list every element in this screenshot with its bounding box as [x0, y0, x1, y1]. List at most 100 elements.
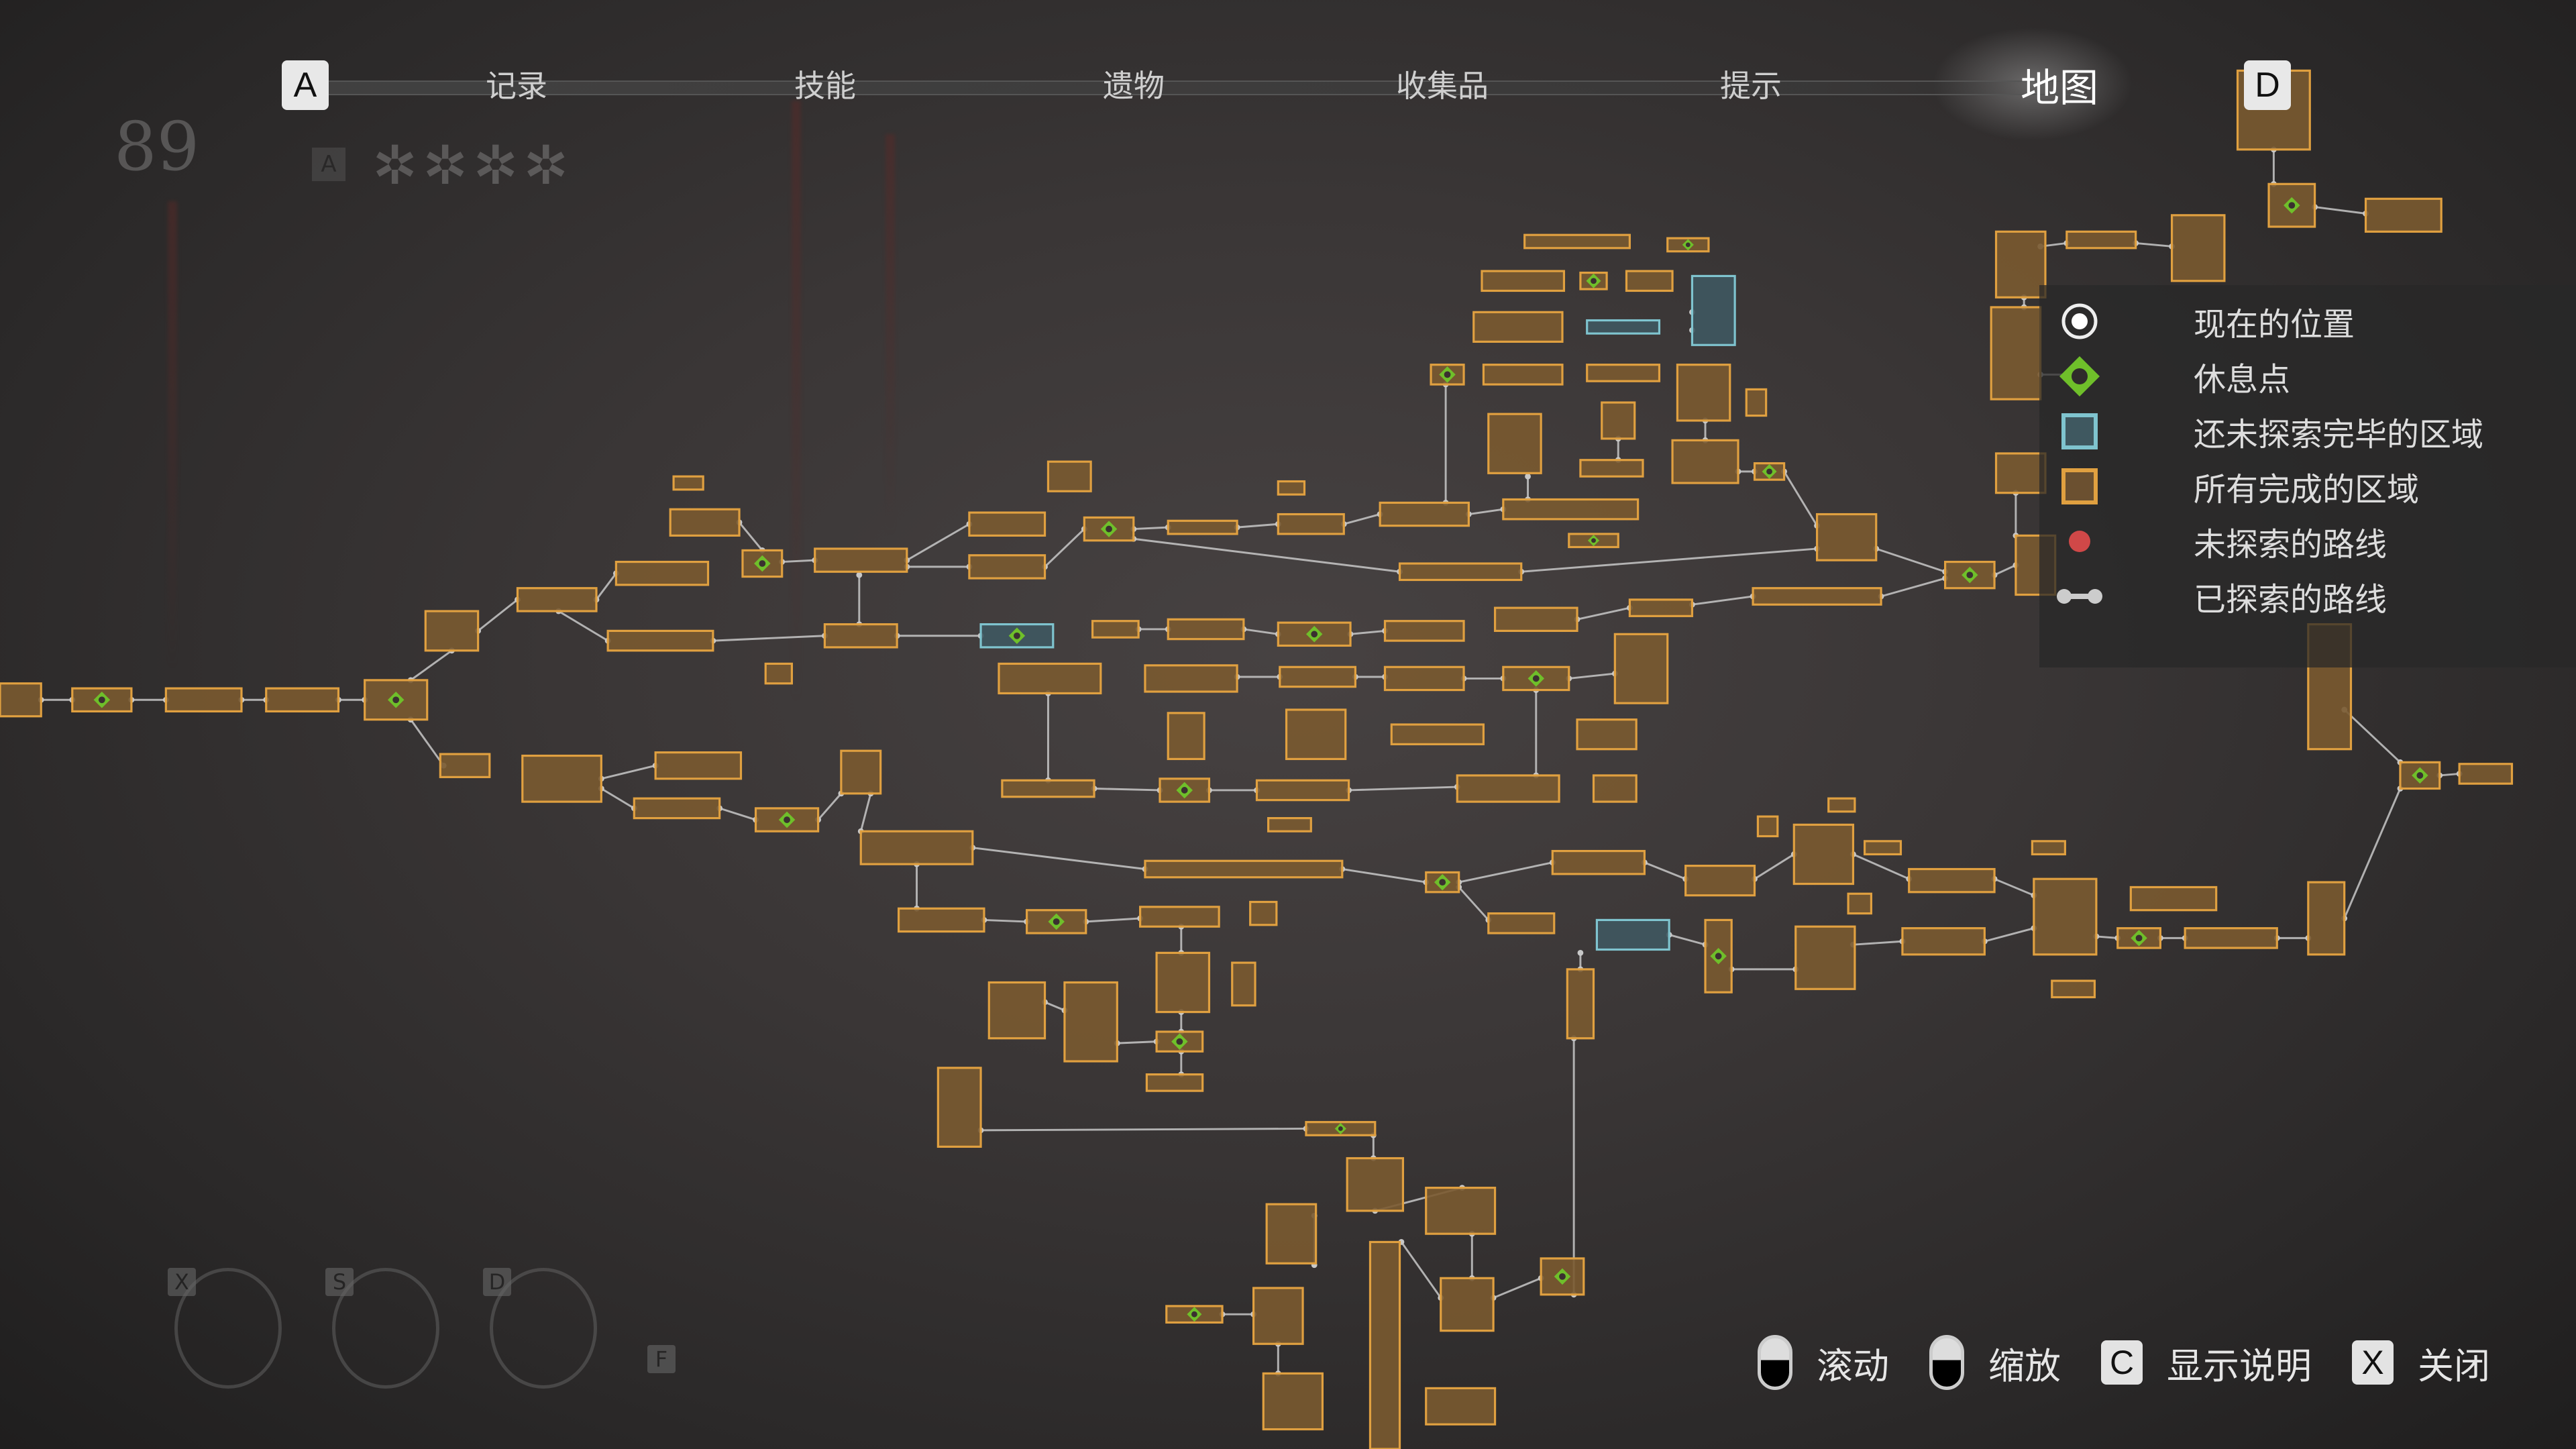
skill-slot-sword-icon[interactable] [174, 1268, 282, 1389]
completed-area-room[interactable] [1255, 779, 1350, 802]
completed-area-room[interactable] [1745, 388, 1768, 417]
rest-point-room[interactable] [1944, 560, 1996, 590]
zoom-hint[interactable]: 缩放 [1929, 1335, 2061, 1390]
completed-area-room[interactable] [1383, 665, 1465, 692]
completed-area-room[interactable] [1908, 867, 1996, 894]
rest-point-room[interactable] [1425, 871, 1460, 894]
unexplored-area-room[interactable] [1586, 319, 1661, 335]
completed-area-room[interactable] [516, 587, 598, 612]
completed-area-room[interactable] [823, 623, 898, 649]
rest-point-room[interactable] [1305, 1121, 1377, 1136]
completed-area-room[interactable] [1249, 900, 1278, 926]
completed-area-room[interactable] [1285, 708, 1347, 761]
rest-point-room[interactable] [741, 549, 784, 578]
completed-area-room[interactable] [2307, 881, 2346, 956]
completed-area-room[interactable] [633, 797, 721, 820]
rest-point-room[interactable] [71, 687, 133, 712]
completed-area-room[interactable] [1252, 1287, 1304, 1345]
tab-map[interactable]: 地图 [2020, 65, 2099, 111]
unexplored-area-room[interactable] [1595, 918, 1670, 951]
completed-area-room[interactable] [1383, 620, 1465, 642]
completed-area-room[interactable] [1144, 664, 1238, 693]
completed-area-room[interactable] [1167, 519, 1238, 535]
completed-area-room[interactable] [1676, 364, 1731, 422]
completed-area-room[interactable] [1379, 501, 1470, 527]
rest-point-room[interactable] [1277, 621, 1352, 647]
completed-area-room[interactable] [1267, 817, 1312, 833]
completed-area-room[interactable] [672, 475, 704, 491]
completed-area-room[interactable] [968, 554, 1046, 580]
completed-area-room[interactable] [1847, 892, 1872, 915]
unexplored-area-room[interactable] [979, 623, 1055, 649]
tab-tips[interactable]: 提示 [1720, 68, 1782, 104]
completed-area-room[interactable] [1482, 364, 1564, 386]
completed-area-room[interactable] [1864, 840, 1902, 856]
completed-area-room[interactable] [606, 629, 714, 652]
completed-area-room[interactable] [0, 682, 42, 718]
rest-point-room[interactable] [1579, 271, 1608, 290]
completed-area-room[interactable] [1368, 1240, 1401, 1449]
completed-area-room[interactable] [614, 560, 710, 586]
prev-tab-key-button[interactable]: A [282, 60, 329, 110]
tab-skills[interactable]: 技能 [794, 68, 856, 104]
completed-area-room[interactable] [2170, 214, 2226, 282]
rest-point-room[interactable] [1568, 533, 1619, 549]
completed-area-room[interactable] [2129, 885, 2218, 912]
rest-point-room[interactable] [1704, 918, 1733, 994]
completed-area-room[interactable] [1756, 815, 1779, 838]
completed-area-room[interactable] [164, 687, 243, 712]
rest-point-room[interactable] [1165, 1305, 1224, 1324]
completed-area-room[interactable] [2065, 230, 2137, 250]
completed-area-room[interactable] [1231, 961, 1256, 1007]
rest-point-room[interactable] [754, 807, 820, 833]
completed-area-room[interactable] [1472, 311, 1564, 343]
rest-point-room[interactable] [1155, 1030, 1204, 1053]
completed-area-room[interactable] [1551, 849, 1646, 875]
completed-area-room[interactable] [654, 751, 743, 780]
completed-area-room[interactable] [1277, 480, 1306, 496]
completed-area-room[interactable] [1613, 633, 1669, 704]
completed-area-room[interactable] [1671, 439, 1739, 484]
completed-area-room[interactable] [1827, 797, 1856, 813]
tab-relics[interactable]: 遗物 [1103, 68, 1165, 104]
completed-area-room[interactable] [840, 749, 882, 795]
tab-collectibles[interactable]: 收集品 [1396, 68, 1489, 104]
rest-point-room[interactable] [1159, 777, 1211, 803]
completed-area-room[interactable] [1144, 859, 1344, 879]
rest-point-room[interactable] [1026, 909, 1087, 934]
completed-area-room[interactable] [1063, 981, 1118, 1063]
scroll-hint[interactable]: 滚动 [1758, 1335, 1889, 1390]
rest-point-room[interactable] [1430, 364, 1465, 386]
completed-area-room[interactable] [2184, 927, 2278, 949]
completed-area-room[interactable] [2051, 979, 2096, 999]
tab-records[interactable]: 记录 [486, 68, 547, 104]
completed-area-room[interactable] [998, 662, 1102, 695]
completed-area-room[interactable] [521, 754, 602, 803]
completed-area-room[interactable] [1684, 865, 1756, 897]
completed-area-room[interactable] [1167, 618, 1245, 641]
completed-area-room[interactable] [1277, 513, 1345, 535]
rest-point-room[interactable] [2267, 182, 2316, 228]
completed-area-room[interactable] [1502, 498, 1640, 521]
completed-area-room[interactable] [1265, 1203, 1318, 1265]
completed-area-room[interactable] [1425, 1387, 1497, 1426]
completed-area-room[interactable] [1487, 413, 1542, 474]
rest-point-room[interactable] [2116, 927, 2161, 949]
completed-area-room[interactable] [1262, 1372, 1324, 1431]
completed-area-room[interactable] [1815, 513, 1878, 561]
completed-area-room[interactable] [1425, 1187, 1497, 1235]
completed-area-room[interactable] [1576, 718, 1638, 751]
completed-area-room[interactable] [1752, 587, 1882, 606]
completed-area-room[interactable] [1523, 233, 1631, 250]
rest-point-room[interactable] [1666, 237, 1710, 253]
completed-area-room[interactable] [1493, 606, 1578, 632]
completed-area-room[interactable] [936, 1067, 982, 1148]
completed-area-room[interactable] [424, 610, 480, 652]
completed-area-room[interactable] [2033, 877, 2098, 956]
completed-area-room[interactable] [898, 907, 985, 933]
completed-area-room[interactable] [2458, 763, 2514, 785]
completed-area-room[interactable] [1346, 1157, 1405, 1212]
completed-area-room[interactable] [1001, 779, 1095, 798]
